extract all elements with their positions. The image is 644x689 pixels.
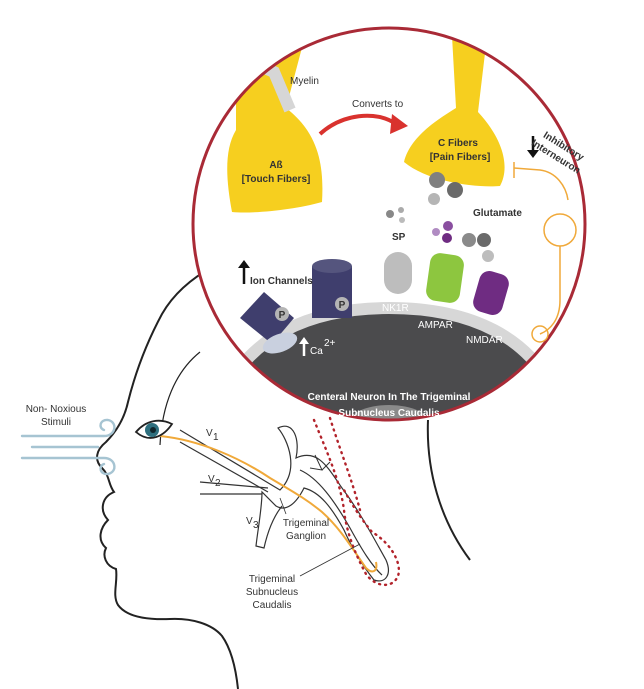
calcium-label: Ca bbox=[310, 346, 323, 357]
central-neuron-label: Centeral Neuron In The Trigeminal bbox=[308, 392, 471, 403]
central-neuron-sublabel: Subnucleus Caudalis bbox=[338, 408, 440, 419]
v2-subscript: 2 bbox=[215, 478, 221, 489]
trigeminal-nerve bbox=[179, 425, 389, 582]
v3-subscript: 3 bbox=[253, 520, 259, 531]
glutamate-vesicles bbox=[428, 172, 494, 262]
c-fiber-sublabel: [Pain Fibers] bbox=[430, 152, 491, 163]
ion-channel-right bbox=[312, 259, 352, 318]
glutamate-label: Glutamate bbox=[473, 208, 522, 219]
stimuli-label: Non- Noxious bbox=[26, 404, 87, 415]
caudalis-sublabel-2: Caudalis bbox=[253, 600, 292, 611]
purple-vesicles bbox=[432, 221, 453, 243]
nk1r-receptor bbox=[384, 252, 412, 294]
phospho-badge bbox=[335, 297, 349, 311]
zoom-inset bbox=[191, 26, 587, 422]
neuron-membrane bbox=[207, 301, 571, 420]
caudalis-label: Trigeminal bbox=[249, 574, 295, 585]
phospho-text: P bbox=[339, 300, 346, 311]
calcium-charge-label: 2+ bbox=[324, 338, 336, 349]
zoom-border bbox=[191, 26, 587, 422]
ganglion-sublabel: Ganglion bbox=[286, 531, 326, 542]
sp-vesicles bbox=[386, 207, 405, 223]
nk1r-label: NK1R bbox=[382, 303, 409, 314]
inhibitory-interneuron bbox=[513, 162, 577, 343]
caudalis-highlight bbox=[312, 416, 401, 586]
stimuli-sublabel: Stimuli bbox=[41, 417, 71, 428]
converts-to-label: Converts to bbox=[352, 99, 404, 110]
v2-label: V bbox=[208, 474, 215, 485]
ganglion-pointer bbox=[279, 497, 287, 515]
eye bbox=[134, 419, 174, 439]
ion-channels-label: Ion Channels bbox=[250, 276, 313, 287]
ion-channel-left bbox=[240, 292, 298, 354]
myelin-label: Myelin bbox=[290, 76, 319, 87]
sensory-pathway bbox=[159, 435, 378, 573]
phospho-text: P bbox=[279, 310, 286, 321]
converts-arrow-icon bbox=[318, 113, 398, 136]
caudalis-pointer bbox=[299, 543, 361, 577]
v3-label: V bbox=[246, 516, 253, 527]
caudalis-sublabel: Subnucleus bbox=[246, 587, 298, 598]
ampar-receptor bbox=[426, 253, 464, 303]
ampar-label: AMPAR bbox=[418, 320, 453, 331]
ion-channels-up-arrow-icon bbox=[238, 260, 250, 284]
ganglion-label: Trigeminal bbox=[283, 518, 329, 529]
c-pain-fiber bbox=[404, 28, 505, 187]
v1-subscript: 1 bbox=[213, 432, 219, 443]
wind-stimuli-icon bbox=[20, 418, 116, 476]
phospho-badge bbox=[275, 307, 289, 321]
sp-label: SP bbox=[392, 232, 406, 243]
v1-label: V bbox=[206, 428, 213, 439]
ab-fiber-sublabel: [Touch Fibers] bbox=[242, 174, 311, 185]
ab-fiber-label: Aß bbox=[269, 160, 282, 171]
inhibitory-down-arrow-icon bbox=[527, 136, 539, 158]
c-fiber-label: C Fibers bbox=[438, 138, 478, 149]
nmdar-receptor bbox=[473, 271, 509, 315]
calcium-up-arrow-icon bbox=[299, 337, 309, 356]
nmdar-label: NMDAR bbox=[466, 335, 503, 346]
